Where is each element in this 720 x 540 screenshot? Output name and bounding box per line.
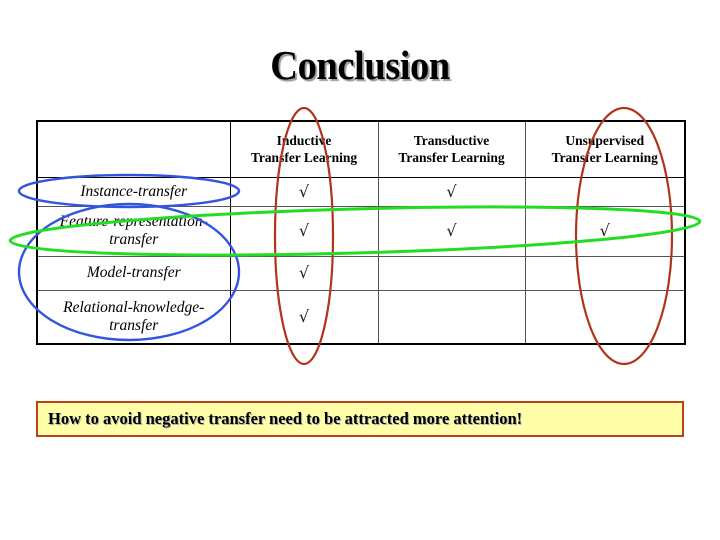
row-label-feature-line2: transfer xyxy=(109,231,159,248)
column-header-transductive-line1: Transductive xyxy=(413,133,490,149)
column-header-unsupervised-line1: Unsupervised xyxy=(565,133,645,149)
cell-feature-transductive: √ xyxy=(377,205,526,257)
row-label-relational-knowledge-transfer: Relational-knowledge- transfer xyxy=(36,289,231,345)
row-label-feature-line1: Feature-representation- xyxy=(59,213,208,230)
column-header-inductive-line1: Inductive xyxy=(276,133,332,149)
table-row: Instance-transfer √ √ xyxy=(36,176,686,207)
transfer-learning-matrix-table: Inductive Transfer Learning Transductive… xyxy=(36,120,686,345)
cell-feature-unsupervised: √ xyxy=(524,205,686,257)
column-header-inductive: Inductive Transfer Learning xyxy=(229,120,379,178)
table-row: Relational-knowledge- transfer √ xyxy=(36,289,686,345)
table-row: Feature-representation- transfer √ √ √ xyxy=(36,205,686,257)
column-header-transductive: Transductive Transfer Learning xyxy=(377,120,526,178)
cell-feature-inductive: √ xyxy=(229,205,379,257)
row-label-relational-line1: Relational-knowledge- xyxy=(63,298,205,316)
cell-instance-inductive: √ xyxy=(229,176,379,207)
callout-box: How to avoid negative transfer need to b… xyxy=(36,401,684,437)
cell-relational-transductive xyxy=(377,289,526,345)
cell-instance-transductive: √ xyxy=(377,176,526,207)
cell-model-inductive: √ xyxy=(229,255,379,291)
row-label-relational-line2: transfer xyxy=(109,316,159,334)
table-header-row: Inductive Transfer Learning Transductive… xyxy=(36,120,686,178)
cell-model-unsupervised xyxy=(524,255,686,291)
cell-relational-inductive: √ xyxy=(229,289,379,345)
row-label-feature-representation-transfer: Feature-representation- transfer xyxy=(36,205,231,257)
column-header-transductive-line2: Transfer Learning xyxy=(398,150,505,166)
table-corner-cell xyxy=(36,120,231,178)
page-title: Conclusion xyxy=(270,42,450,88)
cell-relational-unsupervised xyxy=(524,289,686,345)
column-header-inductive-line2: Transfer Learning xyxy=(250,150,358,166)
column-header-unsupervised-line2: Transfer Learning xyxy=(551,150,658,166)
callout-text: How to avoid negative transfer need to b… xyxy=(48,409,523,428)
column-header-unsupervised: Unsupervised Transfer Learning xyxy=(524,120,686,178)
row-label-instance-transfer: Instance-transfer xyxy=(36,176,231,207)
cell-model-transductive xyxy=(377,255,526,291)
row-label-model-transfer: Model-transfer xyxy=(36,255,231,291)
cell-instance-unsupervised xyxy=(524,176,686,207)
table-row: Model-transfer √ xyxy=(36,255,686,291)
